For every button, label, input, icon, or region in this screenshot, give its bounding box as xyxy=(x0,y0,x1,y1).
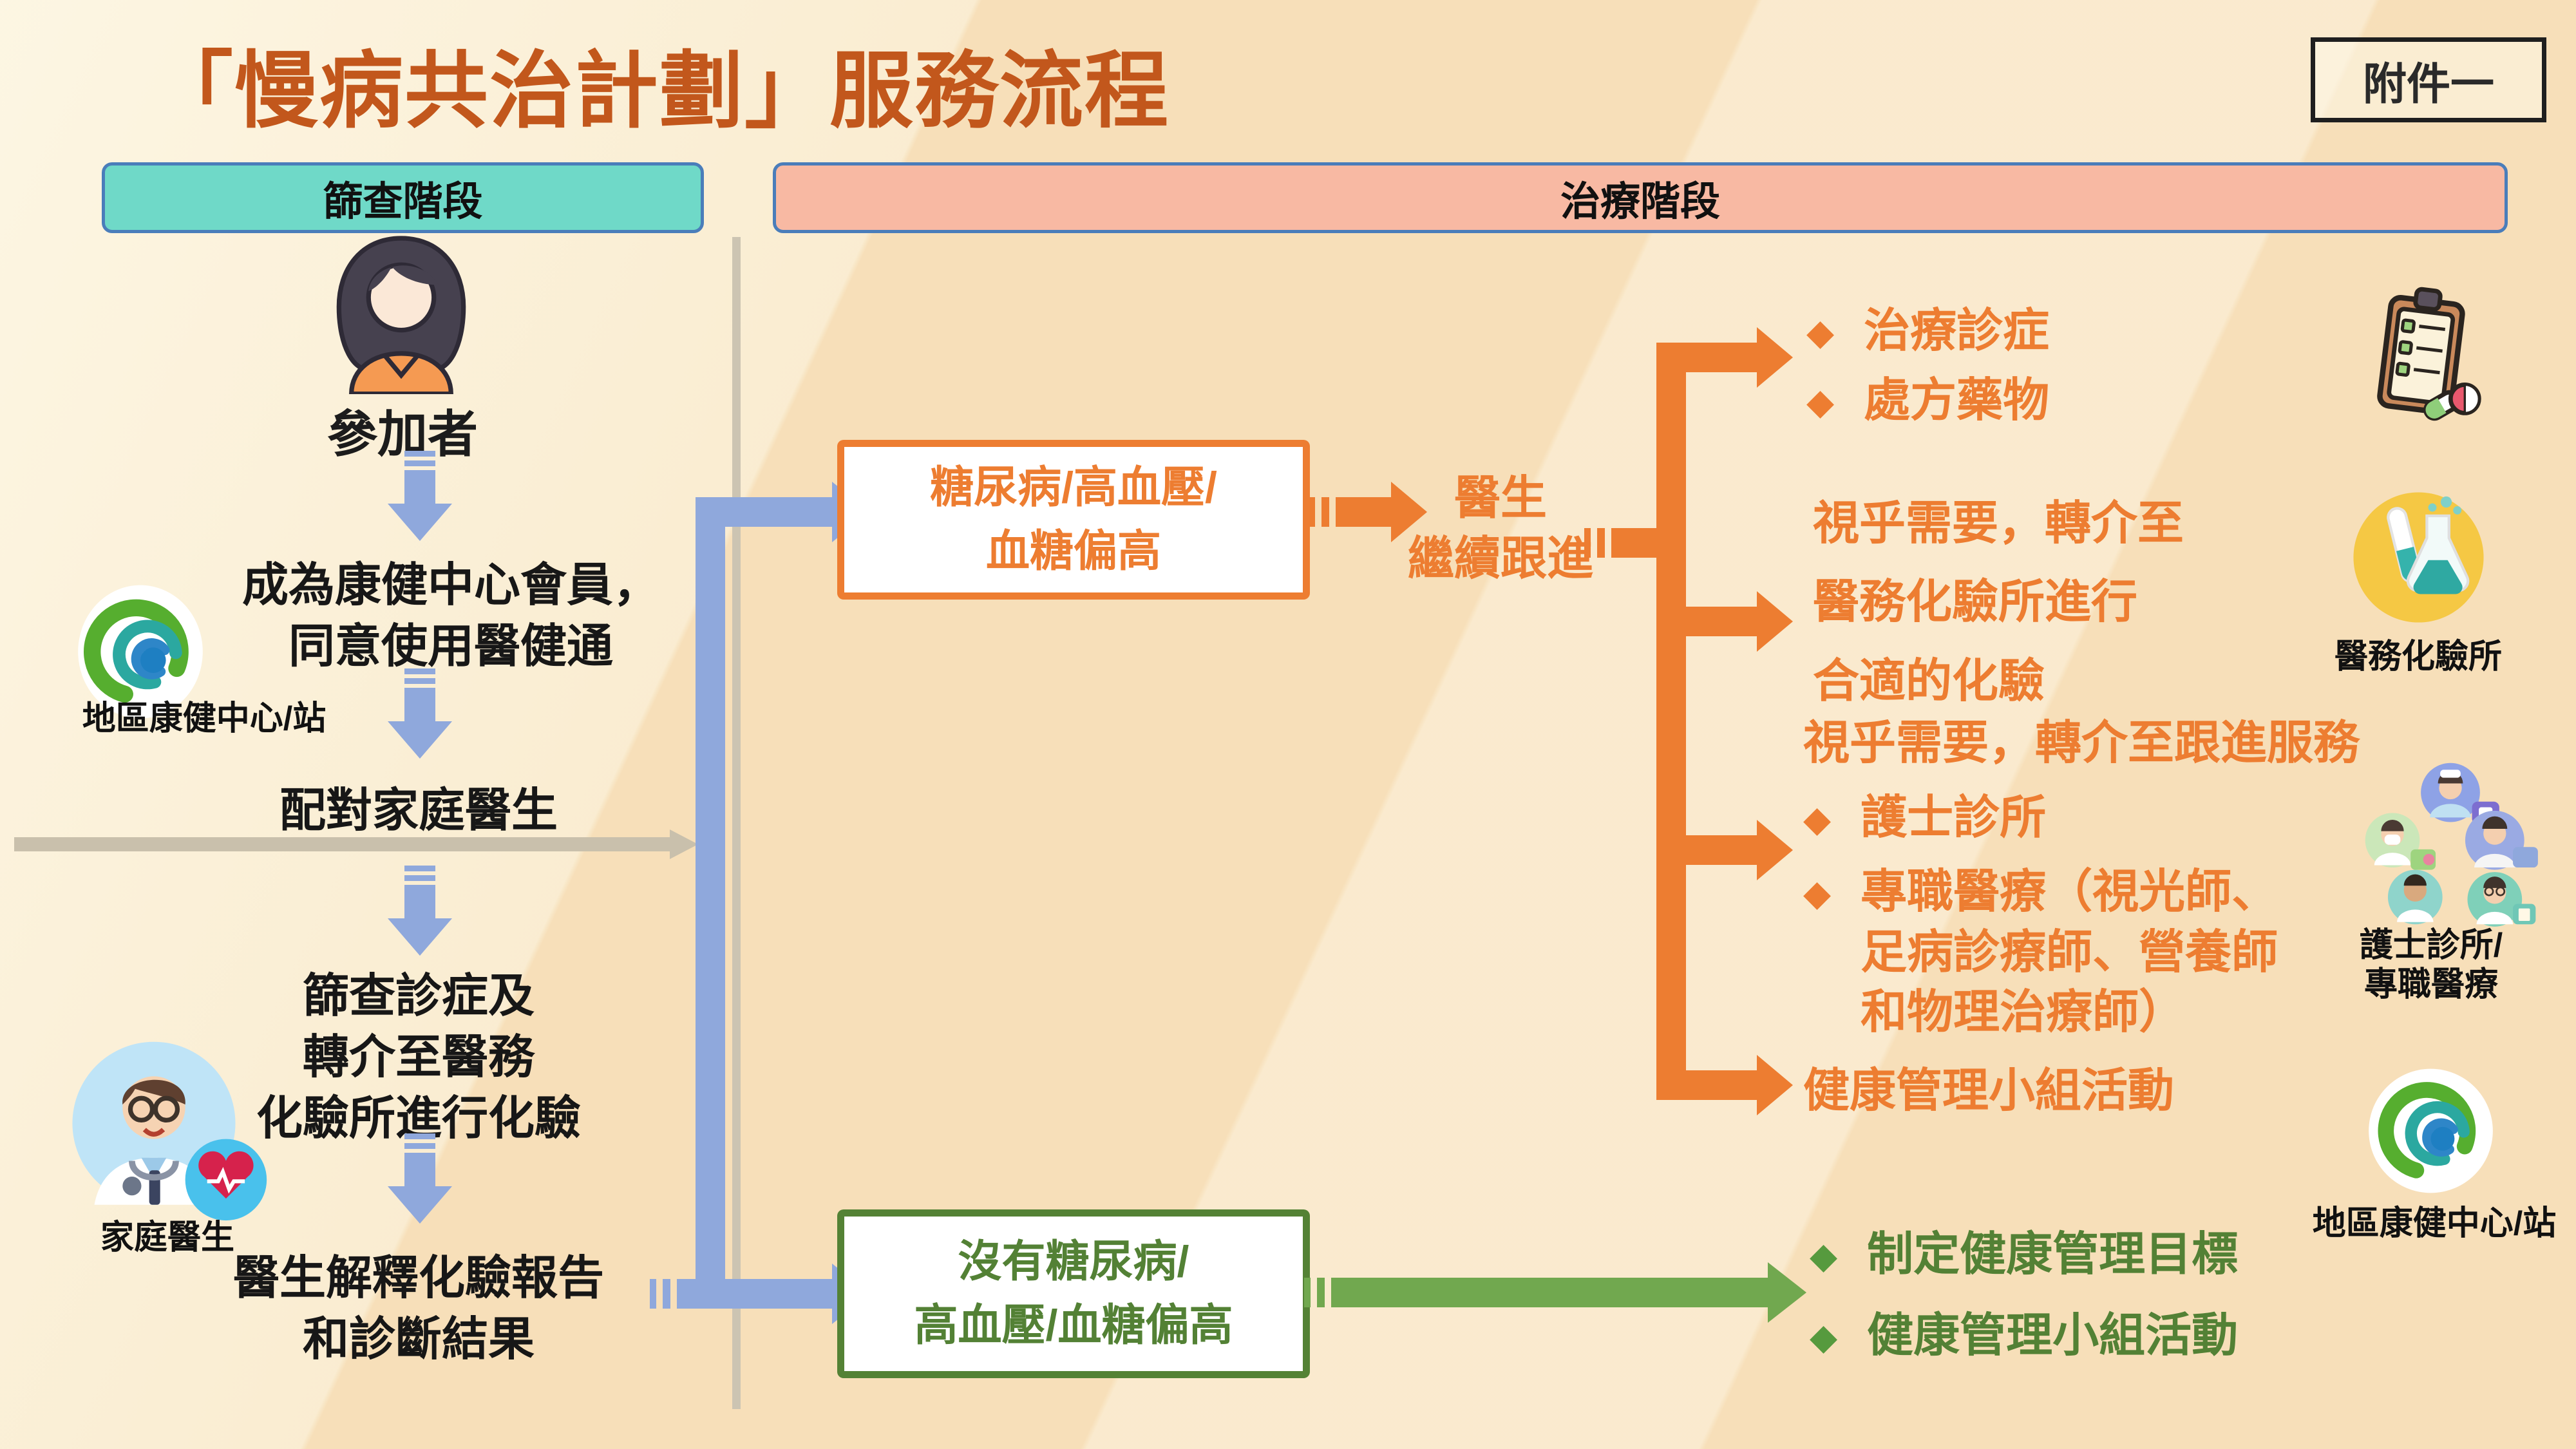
orange-connector-2 xyxy=(1584,528,1656,558)
orange-branch-2 xyxy=(1686,607,1758,636)
treatment-group-4: 健康管理小組活動 xyxy=(1803,1065,2175,1117)
outcome-item: 健康管理小組活動 xyxy=(1867,1309,2239,1361)
orange-branch-arrowhead-2 xyxy=(1757,591,1793,652)
down-arrow-icon xyxy=(388,1133,452,1224)
orange-branch-1 xyxy=(1686,343,1758,372)
orange-connector-1 xyxy=(1309,497,1392,527)
care-team-icon xyxy=(2354,757,2547,931)
orange-branch-trunk xyxy=(1656,343,1686,1100)
treatment-group-3: 視乎需要，轉介至跟進服務 ◆ 護士診所 ◆ 專職醫療（視光師、 足病診療師、營養… xyxy=(1803,714,2447,1043)
orange-branch-4 xyxy=(1686,1070,1758,1100)
orange-branch-arrowhead-1 xyxy=(1757,327,1793,388)
down-arrow-icon xyxy=(388,668,452,759)
dhc-label-left: 地區康健中心/站 xyxy=(82,700,327,737)
orange-branch-arrowhead-4 xyxy=(1757,1055,1793,1115)
green-connector xyxy=(1304,1278,1769,1307)
treatment-group-2: 視乎需要，轉介至 醫務化驗所進行 合適的化驗 xyxy=(1813,498,2184,707)
treatment-item: 專職醫療（視光師、 足病診療師、營養師 和物理治療師） xyxy=(1861,866,2278,1039)
diamond-bullet-icon: ◆ xyxy=(1810,1235,1838,1276)
treatment-group-1: ◆ 治療診症 ◆ 處方藥物 xyxy=(1806,301,2049,431)
treatment-item: 治療診症 xyxy=(1864,305,2050,357)
participant-icon xyxy=(308,232,495,397)
treatment-item: 護士診所 xyxy=(1861,791,2047,844)
participant-label: 參加者 xyxy=(327,406,478,462)
lab-label: 醫務化驗所 xyxy=(2334,638,2502,676)
diamond-bullet-icon: ◆ xyxy=(1806,312,1835,352)
screening-stage-header: 篩查階段 xyxy=(102,162,704,233)
orange-arrowhead-1 xyxy=(1391,482,1427,542)
timeline-arrowhead xyxy=(670,829,698,859)
timeline-arrow-shaft xyxy=(14,837,671,851)
stage-divider-line xyxy=(732,237,741,1409)
negative-result-box: 沒有糖尿病/ 高血壓/血糖偏高 xyxy=(837,1209,1310,1378)
treatment-item: 處方藥物 xyxy=(1864,374,2050,426)
down-arrow-icon xyxy=(388,866,452,956)
page-title: 「慢病共治計劃」服務流程 xyxy=(149,44,1170,138)
diamond-bullet-icon: ◆ xyxy=(1806,381,1835,422)
dhc-logo-icon xyxy=(70,574,211,729)
positive-result-box: 糖尿病/高血壓/ 血糖偏高 xyxy=(837,440,1310,600)
care-team-label: 護士診所/ 專職醫療 xyxy=(2359,927,2503,1004)
diamond-bullet-icon: ◆ xyxy=(1803,798,1832,839)
orange-branch-arrowhead-3 xyxy=(1757,820,1793,880)
step-match-doctor: 配對家庭醫生 xyxy=(279,785,558,837)
step-screening-consult: 篩查診症及 轉介至醫務 化驗所進行化驗 xyxy=(256,971,581,1145)
doctor-follow-up-text: 醫生 繼續跟進 xyxy=(1407,473,1593,585)
down-arrow-icon xyxy=(388,451,452,541)
treatment-group-3-heading: 視乎需要，轉介至跟進服務 xyxy=(1803,717,2360,769)
step-explain-results: 醫生解釋化驗報告 和診斷結果 xyxy=(232,1253,604,1366)
treatment-stage-header: 治療階段 xyxy=(773,162,2508,233)
dhc-label-right: 地區康健中心/站 xyxy=(2312,1205,2557,1242)
blue-connector-bottom-arm xyxy=(650,1279,835,1309)
family-doctor-icon xyxy=(62,1036,268,1224)
orange-branch-3 xyxy=(1686,835,1758,865)
diamond-bullet-icon: ◆ xyxy=(1810,1316,1838,1357)
outcome-item: 制定健康管理目標 xyxy=(1867,1229,2239,1280)
family-doctor-label: 家庭醫生 xyxy=(100,1219,234,1256)
blue-connector-trunk xyxy=(696,497,725,1307)
healthy-outcomes-list: ◆ 制定健康管理目標 ◆ 健康管理小組活動 xyxy=(1810,1225,2238,1366)
blue-connector-top-arm xyxy=(696,497,834,527)
diamond-bullet-icon: ◆ xyxy=(1803,873,1832,914)
step-become-member: 成為康健中心會員， 同意使用醫健通 xyxy=(242,560,659,673)
attachment-badge: 附件一 xyxy=(2311,37,2546,122)
green-arrowhead xyxy=(1768,1262,1806,1323)
dhc-logo-icon xyxy=(2365,1063,2497,1199)
prescription-clipboard-icon xyxy=(2362,283,2485,425)
medical-laboratory-icon xyxy=(2349,488,2488,627)
